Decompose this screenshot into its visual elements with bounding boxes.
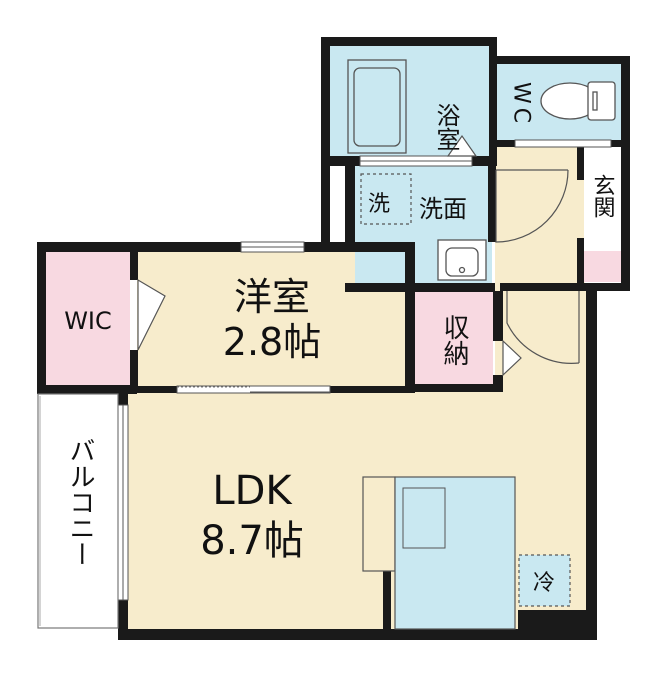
washer-space [360,173,412,225]
closet-door-marker [502,339,522,377]
ldk-floor [128,392,586,629]
balcony [37,393,119,629]
bathroom-label: 浴室 [432,103,460,151]
balcony-label: バルコニー [65,437,95,567]
washer-label: 洗 [368,192,390,217]
entrance-label: 玄関 [590,174,615,218]
toilet-label: WC [509,82,534,127]
doors [495,169,580,364]
ldk-size: 8.7帖 [200,518,304,564]
ldk-name: LDK [212,468,293,514]
fridge-space [518,554,571,607]
closet-label: 収納 [439,314,469,366]
western-room-name: 洋室 [234,275,310,319]
bathroom-door-marker [446,134,478,157]
closet-floor [415,292,493,384]
ldk-floor-upper [495,285,586,393]
walls [37,37,630,640]
entrance-floor [584,147,622,251]
sliding-door-western-room [176,385,331,394]
western-room-size: 2.8帖 [223,320,321,364]
wic-door-marker [137,278,166,351]
entrance-step [584,251,622,282]
washroom-label: 洗面 [419,195,467,223]
hall-floor [495,147,585,286]
toilet-icon [540,81,616,121]
wic-floor [46,252,130,385]
washbasin [437,239,487,281]
wic-label: WIC [64,307,112,335]
kitchen-counter [362,476,516,630]
fridge-label: 冷 [533,571,555,596]
bathtub [347,59,407,154]
